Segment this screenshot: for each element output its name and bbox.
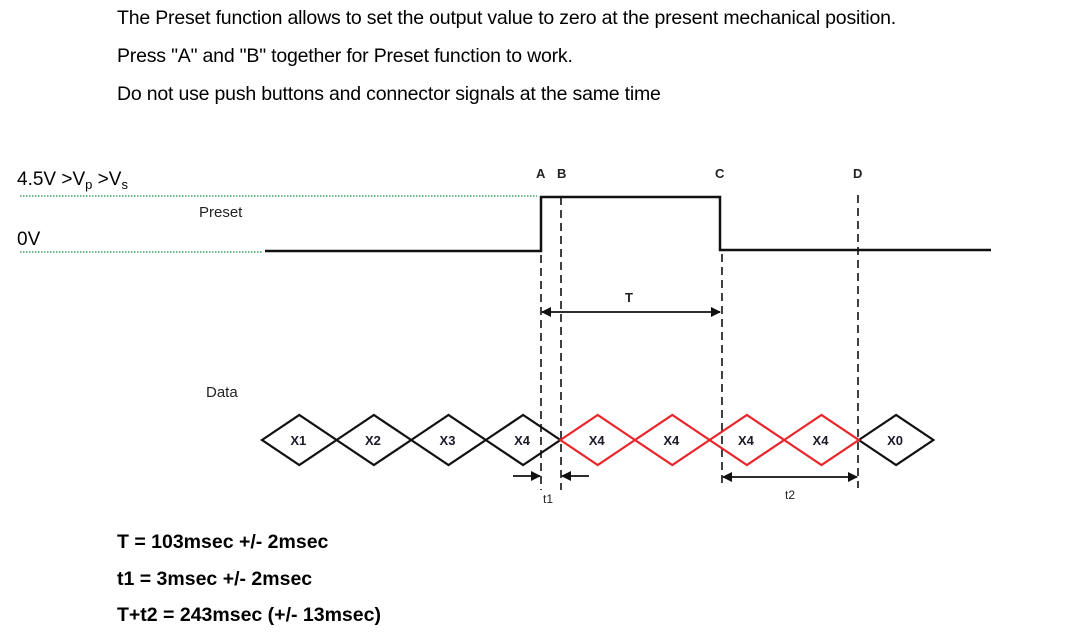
data-label: Data bbox=[206, 384, 238, 401]
data-cell-label: X4 bbox=[813, 433, 830, 448]
marker-a: A bbox=[536, 166, 546, 181]
interval-t1-label: t1 bbox=[543, 492, 553, 506]
low-level-label: 0V bbox=[17, 229, 41, 250]
data-cell-label: X0 bbox=[887, 433, 903, 448]
vp-subscript: p bbox=[85, 177, 93, 192]
preset-label: Preset bbox=[199, 204, 243, 221]
preset-signal bbox=[265, 195, 991, 253]
data-cell-label: X3 bbox=[440, 433, 456, 448]
interval-t2-label: t2 bbox=[785, 488, 795, 502]
high-level-mid: >V bbox=[92, 169, 122, 190]
data-cell-label: X4 bbox=[738, 433, 755, 448]
data-cell-diamond bbox=[856, 413, 936, 467]
formula-t-plus-t2: T+t2 = 243msec (+/- 13msec) bbox=[117, 604, 381, 626]
data-cell-label: X4 bbox=[663, 433, 680, 448]
data-cell-diamond bbox=[782, 413, 861, 467]
high-level-text: 4.5V >V bbox=[17, 169, 86, 190]
marker-d: D bbox=[853, 166, 862, 181]
high-level-label: 4.5V >Vp >Vs bbox=[17, 169, 128, 192]
data-cell-label: X4 bbox=[589, 433, 606, 448]
interval-t-label: T bbox=[625, 290, 633, 305]
vs-subscript: s bbox=[121, 177, 128, 192]
intro-line-3: Do not use push buttons and connector si… bbox=[117, 83, 661, 105]
data-cell-label: X2 bbox=[365, 433, 381, 448]
data-cells: X1 X2 X3 X4 X4 X4 X4 X4 X0 bbox=[260, 413, 936, 467]
formula-t: T = 103msec +/- 2msec bbox=[117, 531, 329, 553]
intro-line-1: The Preset function allows to set the ou… bbox=[117, 7, 896, 29]
intro-line-2: Press "A" and "B" together for Preset fu… bbox=[117, 45, 573, 67]
data-cell-label: X1 bbox=[290, 433, 306, 448]
formula-t1: t1 = 3msec +/- 2msec bbox=[117, 568, 313, 590]
marker-c: C bbox=[715, 166, 725, 181]
data-cell-label: X4 bbox=[514, 433, 531, 448]
marker-b: B bbox=[557, 166, 566, 181]
